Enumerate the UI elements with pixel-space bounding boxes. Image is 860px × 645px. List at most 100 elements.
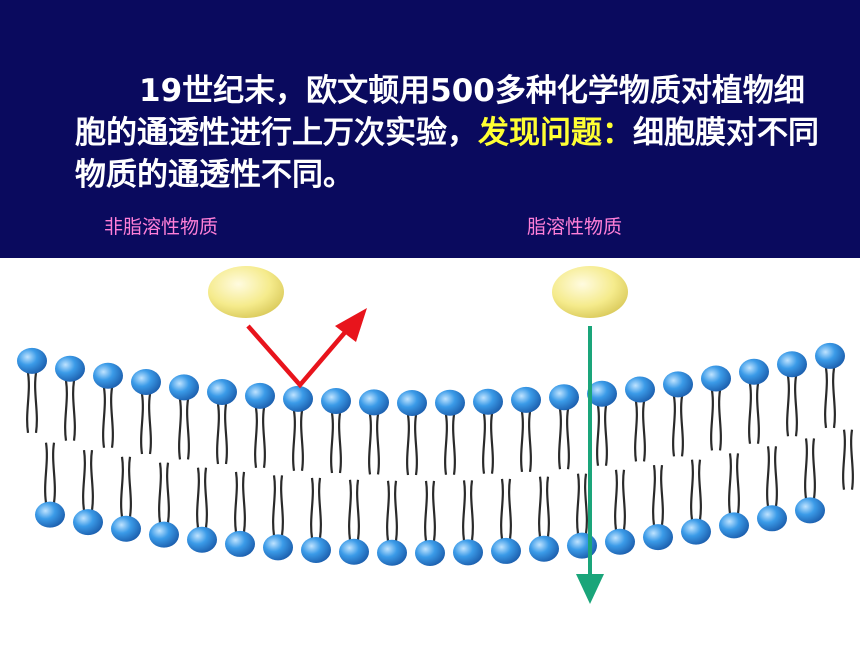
lipid-tail bbox=[110, 387, 114, 448]
phospholipid-head bbox=[701, 365, 731, 392]
label-lipid-soluble: 脂溶性物质 bbox=[527, 216, 623, 238]
lipid-tail bbox=[406, 414, 410, 476]
lipid-tail bbox=[338, 412, 342, 474]
phospholipid-head bbox=[511, 386, 541, 413]
phospholipid-head bbox=[35, 501, 65, 528]
phospholipid-head bbox=[93, 362, 123, 389]
phospholipid-head bbox=[529, 535, 559, 562]
lipid-tail bbox=[832, 367, 836, 429]
lipid-tail bbox=[158, 462, 162, 523]
title-banner: 19世纪末，欧文顿用500多种化学物质对植物细胞的通透性进行上万次实验，发现问题… bbox=[0, 0, 860, 258]
lipid-tail bbox=[140, 393, 144, 455]
non-lipid-soluble-particle bbox=[208, 266, 284, 318]
lipid-tail bbox=[120, 456, 124, 517]
phospholipid-head bbox=[207, 379, 237, 406]
lipid-tail bbox=[128, 456, 132, 517]
phospholipid-head bbox=[301, 536, 331, 563]
phospholipid-head bbox=[397, 389, 427, 416]
lipid-tail bbox=[376, 414, 380, 475]
lipid-tail bbox=[756, 383, 760, 444]
phospholipid-head bbox=[187, 526, 217, 553]
lipid-tail bbox=[26, 372, 30, 434]
phospholipid-head bbox=[643, 524, 673, 551]
bounce-arrow bbox=[246, 308, 367, 389]
lipid-tail bbox=[148, 393, 152, 455]
lipid-tail bbox=[224, 403, 228, 465]
lipid-tail bbox=[634, 401, 638, 462]
lipid-tail bbox=[186, 399, 190, 460]
lipid-tail bbox=[794, 376, 798, 437]
phospholipid-head bbox=[377, 539, 407, 566]
lipid-tail bbox=[728, 453, 732, 514]
phospholipid-head bbox=[339, 538, 369, 565]
lipid-tail bbox=[698, 459, 702, 520]
phospholipid-head bbox=[757, 505, 787, 532]
lipid-tail bbox=[680, 396, 684, 457]
lipid-tail bbox=[300, 410, 304, 471]
phospholipid-head bbox=[169, 374, 199, 401]
lipid-tail bbox=[368, 414, 372, 475]
phospholipid-head bbox=[739, 358, 769, 385]
lipid-tail bbox=[414, 414, 418, 476]
lipid-tail bbox=[216, 403, 220, 465]
lipid-soluble-particle bbox=[552, 266, 628, 318]
lipid-tail bbox=[528, 411, 532, 473]
lipid-tail bbox=[272, 475, 276, 536]
lipid-tail bbox=[196, 467, 200, 528]
phospholipid-head bbox=[795, 497, 825, 524]
phospholipid-head bbox=[719, 512, 749, 539]
lipid-tail bbox=[748, 383, 752, 444]
intro-paragraph: 19世纪末，欧文顿用500多种化学物质对植物细胞的通透性进行上万次实验，发现问题… bbox=[75, 70, 835, 196]
phospholipid-head bbox=[245, 382, 275, 409]
lipid-tail bbox=[52, 442, 56, 503]
lipid-tail bbox=[356, 479, 360, 540]
lipid-tail bbox=[842, 429, 846, 490]
phospholipid-head bbox=[681, 518, 711, 545]
phospholipid-head bbox=[473, 388, 503, 415]
lipid-tail bbox=[394, 480, 398, 541]
lipid-tail bbox=[482, 413, 486, 474]
lipid-tail bbox=[824, 367, 828, 429]
phospholipid-head bbox=[17, 347, 47, 374]
phospholipid-head bbox=[359, 389, 389, 416]
phospholipid-bilayer bbox=[17, 342, 854, 566]
phospholipid-head bbox=[263, 534, 293, 561]
lipid-tail bbox=[710, 390, 714, 451]
phospholipid-head bbox=[283, 385, 313, 412]
lipid-tail bbox=[310, 477, 314, 539]
lipid-tail bbox=[520, 411, 524, 473]
lipid-tail bbox=[508, 478, 512, 540]
lipid-tail bbox=[774, 446, 778, 507]
lipid-tail bbox=[444, 414, 448, 475]
lipid-tail bbox=[614, 469, 618, 530]
lipid-tail bbox=[386, 480, 390, 541]
lipid-tail bbox=[690, 459, 694, 520]
lipid-tail bbox=[44, 442, 48, 503]
lipid-tail bbox=[102, 387, 106, 448]
lipid-tail bbox=[804, 438, 808, 499]
lipid-tail bbox=[72, 380, 76, 441]
phospholipid-head bbox=[567, 532, 597, 559]
phospholipid-head bbox=[491, 537, 521, 564]
lipid-tail bbox=[90, 449, 94, 511]
phospholipid-head bbox=[55, 355, 85, 382]
lipid-tail bbox=[432, 480, 436, 542]
lipid-tail bbox=[672, 396, 676, 457]
lipid-tail bbox=[576, 473, 580, 534]
phospholipid-head bbox=[73, 509, 103, 536]
phospholipid-head bbox=[415, 539, 445, 566]
lipid-tail bbox=[424, 480, 428, 542]
phospholipid-head bbox=[777, 351, 807, 378]
lipid-tail bbox=[330, 412, 334, 474]
lipid-tail bbox=[500, 478, 504, 540]
lipid-tail bbox=[604, 405, 608, 466]
lipid-tail bbox=[546, 476, 550, 537]
phospholipid-head bbox=[625, 376, 655, 403]
lipid-tail bbox=[718, 390, 722, 451]
lipid-tail bbox=[652, 464, 656, 526]
lipid-tail bbox=[766, 446, 770, 507]
lipid-tail bbox=[736, 453, 740, 514]
lipid-tail bbox=[850, 429, 854, 490]
lipid-tail bbox=[452, 414, 456, 475]
